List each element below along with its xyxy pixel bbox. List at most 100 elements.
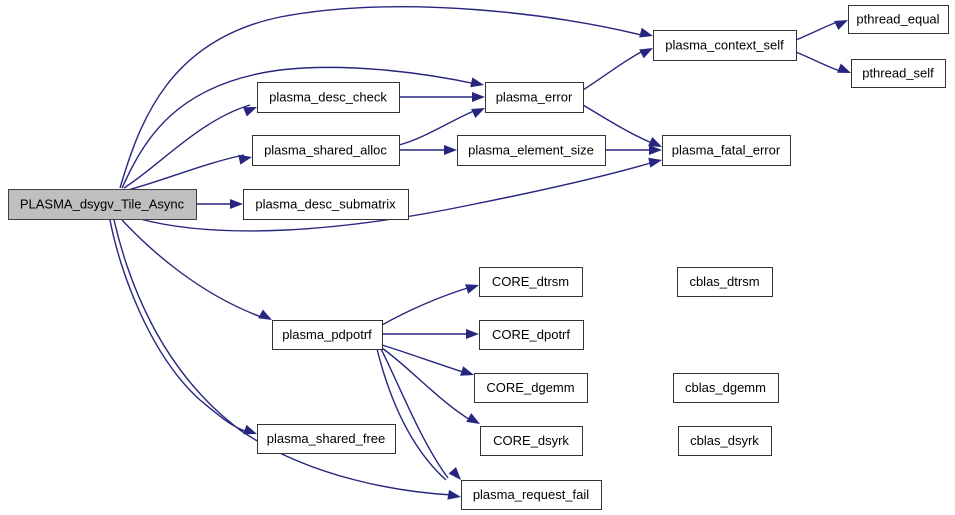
graph-edge [381, 347, 473, 422]
node-label: plasma_context_self [665, 37, 784, 52]
graph-edge [795, 51, 844, 73]
arrowhead-icon [465, 284, 479, 294]
node-rect[interactable] [673, 373, 779, 403]
node-rect[interactable] [252, 135, 400, 166]
graph-node-pthread_equal[interactable]: pthread_equal [848, 5, 949, 34]
node-rect[interactable] [851, 59, 946, 88]
graph-edge [123, 104, 251, 189]
node-label: plasma_element_size [468, 142, 594, 157]
graph-node-desc_submatrix[interactable]: plasma_desc_submatrix [243, 189, 409, 220]
node-label: plasma_error [496, 89, 573, 104]
graph-edge [121, 66, 477, 189]
arrowhead-icon [837, 63, 851, 73]
graph-edge [582, 104, 655, 145]
node-label: cblas_dgemm [685, 380, 766, 395]
node-label: pthread_self [862, 65, 934, 80]
arrowhead-icon [470, 77, 484, 88]
node-rect[interactable] [457, 135, 606, 166]
node-rect[interactable] [474, 373, 588, 403]
graph-node-error[interactable]: plasma_error [485, 82, 584, 113]
graph-node-context_self[interactable]: plasma_context_self [653, 30, 797, 61]
graph-node-request_fail[interactable]: plasma_request_fail [461, 480, 602, 510]
graph-node-fatal_error[interactable]: plasma_fatal_error [662, 135, 791, 166]
arrowhead-icon [639, 27, 653, 38]
node-label: plasma_shared_alloc [264, 142, 387, 157]
node-label: CORE_dtrsm [492, 274, 569, 289]
arrowhead-icon [649, 145, 662, 155]
graph-nodes: PLASMA_dsygv_Tile_Async plasma_desc_check… [8, 5, 949, 510]
graph-node-core_dtrsm[interactable]: CORE_dtrsm [479, 267, 583, 297]
graph-node-desc_check[interactable]: plasma_desc_check [257, 82, 400, 113]
node-label: PLASMA_dsygv_Tile_Async [20, 196, 185, 211]
node-label: plasma_shared_free [267, 431, 386, 446]
node-rect[interactable] [243, 189, 409, 220]
node-label: CORE_dpotrf [492, 327, 570, 342]
node-rect[interactable] [479, 320, 584, 350]
node-rect[interactable] [653, 30, 797, 61]
node-rect[interactable] [461, 480, 602, 510]
node-label: cblas_dsyrk [690, 433, 759, 448]
node-rect[interactable] [480, 426, 583, 456]
arrowhead-icon [648, 157, 662, 168]
arrowhead-icon [460, 366, 474, 376]
node-rect[interactable] [485, 82, 584, 113]
node-rect[interactable] [662, 135, 791, 166]
node-label: plasma_request_fail [473, 487, 589, 502]
node-rect[interactable] [272, 320, 383, 350]
node-label: CORE_dsyrk [493, 433, 569, 448]
arrowhead-icon [258, 309, 272, 320]
graph-node-pthread_self[interactable]: pthread_self [851, 59, 946, 88]
graph-edge [795, 20, 841, 41]
arrowhead-icon [834, 20, 848, 31]
node-label: plasma_desc_check [269, 89, 387, 104]
node-rect[interactable] [8, 189, 197, 220]
graph-edge [113, 219, 453, 496]
arrowhead-icon [466, 329, 479, 339]
graph-edge [139, 161, 655, 232]
node-rect[interactable] [677, 267, 773, 297]
arrowhead-icon [230, 199, 243, 209]
graph-node-core_dsyrk[interactable]: CORE_dsyrk [480, 426, 583, 456]
arrowhead-icon [243, 424, 257, 435]
arrowhead-icon [447, 489, 461, 500]
arrowhead-icon [648, 136, 662, 147]
node-label: plasma_pdpotrf [282, 327, 372, 342]
graph-edge [381, 286, 472, 326]
graph-arrowheads [230, 20, 851, 500]
graph-node-cblas_dgemm[interactable]: cblas_dgemm [673, 373, 779, 403]
graph-edge [380, 348, 449, 479]
graph-edge [119, 6, 646, 189]
graph-node-element_size[interactable]: plasma_element_size [457, 135, 606, 166]
arrowhead-icon [466, 413, 480, 424]
arrowhead-icon [238, 154, 252, 165]
graph-node-shared_free[interactable]: plasma_shared_free [257, 424, 396, 454]
graph-node-core_dpotrf[interactable]: CORE_dpotrf [479, 320, 584, 350]
arrowhead-icon [472, 92, 485, 102]
node-rect[interactable] [848, 5, 949, 34]
graph-edge [582, 49, 646, 91]
graph-node-shared_alloc[interactable]: plasma_shared_alloc [252, 135, 400, 166]
arrowhead-icon [243, 107, 257, 117]
graph-node-root[interactable]: PLASMA_dsygv_Tile_Async [8, 189, 197, 220]
graph-edges [109, 6, 844, 496]
node-label: plasma_fatal_error [672, 142, 781, 157]
graph-node-core_dgemm[interactable]: CORE_dgemm [474, 373, 588, 403]
node-label: CORE_dgemm [486, 380, 574, 395]
arrowhead-icon [448, 466, 461, 480]
arrowhead-icon [639, 48, 653, 59]
graph-edge [127, 154, 245, 191]
graph-edge [376, 348, 447, 481]
graph-edge [109, 219, 249, 433]
node-rect[interactable] [257, 82, 400, 113]
graph-node-pdpotrf[interactable]: plasma_pdpotrf [272, 320, 383, 350]
graph-node-cblas_dsyrk[interactable]: cblas_dsyrk [678, 426, 772, 456]
graph-edge [121, 219, 265, 319]
arrowhead-icon [444, 145, 457, 155]
node-rect[interactable] [479, 267, 583, 297]
node-rect[interactable] [678, 426, 772, 456]
node-rect[interactable] [257, 424, 396, 454]
arrowhead-icon [471, 108, 485, 119]
graph-node-cblas_dtrsm[interactable]: cblas_dtrsm [677, 267, 773, 297]
